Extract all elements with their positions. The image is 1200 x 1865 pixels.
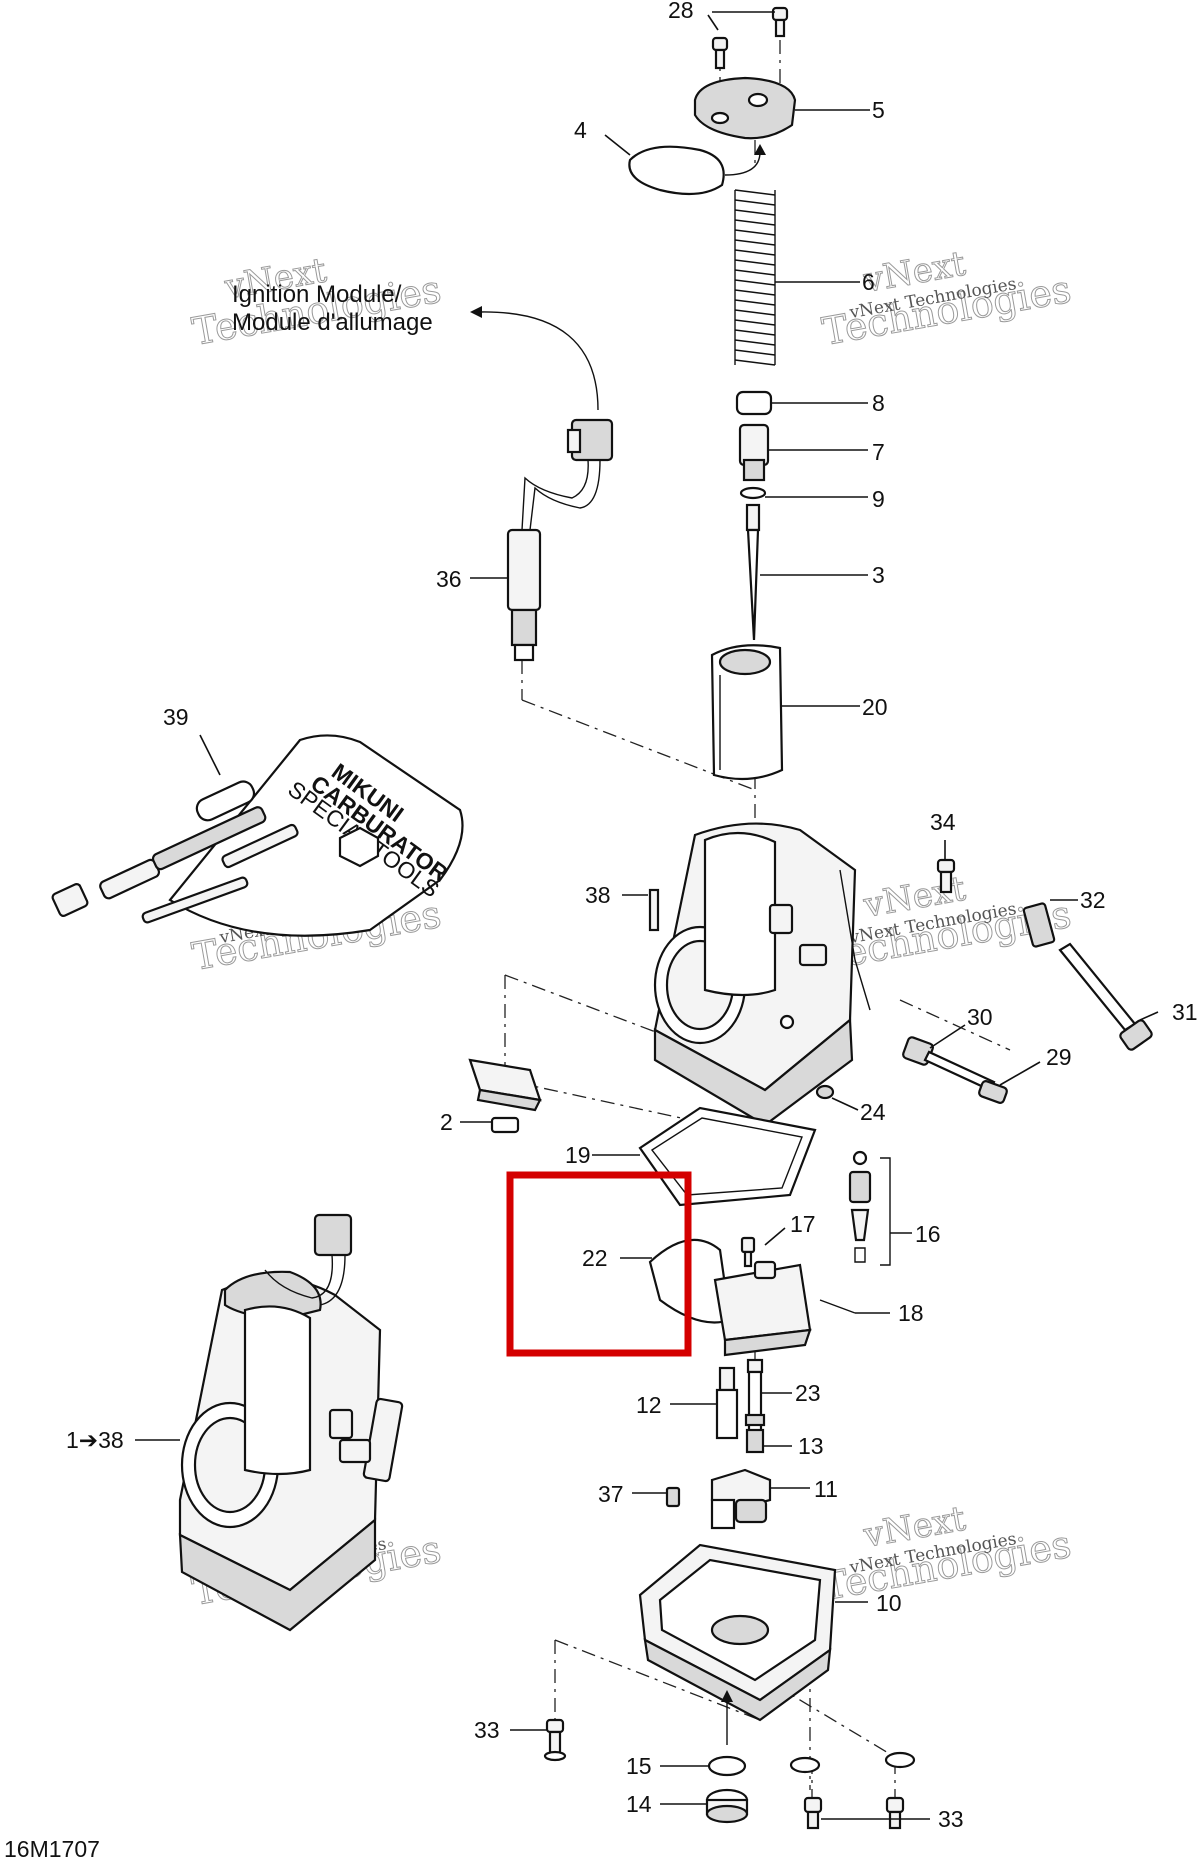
callout-20: 20: [862, 694, 888, 720]
jet-13: [745, 1428, 765, 1454]
callout-labels: 28 5 4 6 8 7 9 3 36 20 39 34 38 32 31 30…: [66, 0, 1198, 1832]
tps-sensor-36: [506, 418, 614, 662]
callout-8: 8: [872, 390, 885, 416]
callout-12: 12: [636, 1392, 662, 1418]
arrow-15-head: [721, 1690, 733, 1702]
lock-washer-right: [884, 1751, 916, 1769]
callout-24: 24: [860, 1099, 886, 1125]
callout-3: 3: [872, 562, 885, 588]
callout-36: 36: [436, 566, 462, 592]
callout-38: 38: [585, 882, 611, 908]
callout-11: 11: [814, 1476, 838, 1502]
callout-5: 5: [872, 97, 885, 123]
arrow-4-head: [754, 144, 766, 155]
float-bowl-10: [638, 1543, 837, 1722]
callout-7: 7: [872, 439, 885, 465]
screw-17: [740, 1236, 756, 1268]
callout-2: 2: [440, 1109, 453, 1135]
callout-28: 28: [668, 0, 694, 23]
ignition-arrow-head: [470, 306, 482, 318]
callout-17: 17: [790, 1211, 816, 1237]
screw-33-bottom-right: [885, 1796, 905, 1830]
callout-18: 18: [898, 1300, 924, 1326]
spring-6: [734, 189, 776, 366]
callout-37: 37: [598, 1481, 624, 1507]
float-bowl-gasket-19: [638, 1106, 817, 1207]
top-cover-5: [693, 76, 797, 140]
throttle-slide-20: [710, 644, 784, 781]
long-bolt-31: [1058, 942, 1153, 1051]
gasket-4: [628, 145, 725, 196]
ignition-module-label-line1: Ignition Module/: [232, 281, 402, 308]
jet-23: [744, 1358, 766, 1434]
callout-6: 6: [862, 269, 875, 295]
needle-retainer-7: [738, 423, 770, 482]
callout-14: 14: [626, 1791, 652, 1817]
jet-12: [715, 1366, 739, 1440]
highlight-box: [506, 1171, 692, 1357]
pilot-pin-38: [648, 888, 660, 932]
ignition-arrow-line: [479, 311, 599, 411]
leader-lines: [135, 11, 1159, 1820]
adjusting-screw-32: [1022, 902, 1056, 948]
jet-needle-3: [745, 503, 761, 641]
callout-23: 23: [795, 1380, 821, 1406]
special-tools-kit-39: MIKUNI CARBURATOR SPECIAL TOOLS: [51, 734, 464, 937]
callout-19: 19: [565, 1142, 591, 1168]
lock-washer-left: [789, 1756, 821, 1774]
screw-28-left: [711, 36, 729, 70]
o-ring-15: [707, 1755, 747, 1777]
screw-28-right: [771, 6, 789, 38]
idle-screw-29: [923, 1050, 1008, 1104]
ignition-module-label-line2: Module d'allumage: [232, 309, 433, 336]
washer-8: [735, 390, 773, 416]
callout-34: 34: [930, 809, 956, 835]
baffle-11: [710, 1468, 772, 1530]
screw-37: [665, 1486, 681, 1508]
float-22: [648, 1238, 812, 1357]
clip-9: [739, 486, 767, 500]
callout-9: 9: [872, 486, 885, 512]
plug-14: [705, 1788, 749, 1824]
callout-33-left: 33: [474, 1717, 500, 1743]
callout-30: 30: [967, 1004, 993, 1030]
callout-15: 15: [626, 1753, 652, 1779]
needle-valve-16: [848, 1150, 891, 1266]
figure-code: 16M1707: [4, 1836, 100, 1862]
screw-34: [936, 858, 956, 894]
callout-32: 32: [1080, 887, 1106, 913]
watermark-bottom-right: vNext Technologies vNext Technologies: [818, 1498, 1074, 1609]
callout-4: 4: [574, 117, 587, 143]
callout-29: 29: [1046, 1044, 1072, 1070]
callout-31: 31: [1172, 999, 1198, 1025]
callout-39: 39: [163, 704, 189, 730]
assembled-carburetor: [178, 1213, 404, 1632]
callout-1-to-38: 1➔38: [66, 1427, 124, 1453]
callout-10: 10: [876, 1590, 902, 1616]
float-pin-18: [819, 1299, 856, 1314]
carburetor-body: [653, 822, 871, 1127]
callout-33-right: 33: [938, 1806, 964, 1832]
screw-33-left: [543, 1718, 567, 1762]
arrow-4-to-5: [724, 151, 761, 176]
screw-33-bottom-left: [803, 1796, 823, 1830]
callout-13: 13: [798, 1433, 824, 1459]
watermark-top-right: vNext Technologies vNext Technologies: [818, 243, 1074, 354]
plug-24: [815, 1084, 835, 1100]
bracket-2: [468, 1058, 542, 1134]
callout-16: 16: [915, 1221, 941, 1247]
callout-22: 22: [582, 1245, 608, 1271]
